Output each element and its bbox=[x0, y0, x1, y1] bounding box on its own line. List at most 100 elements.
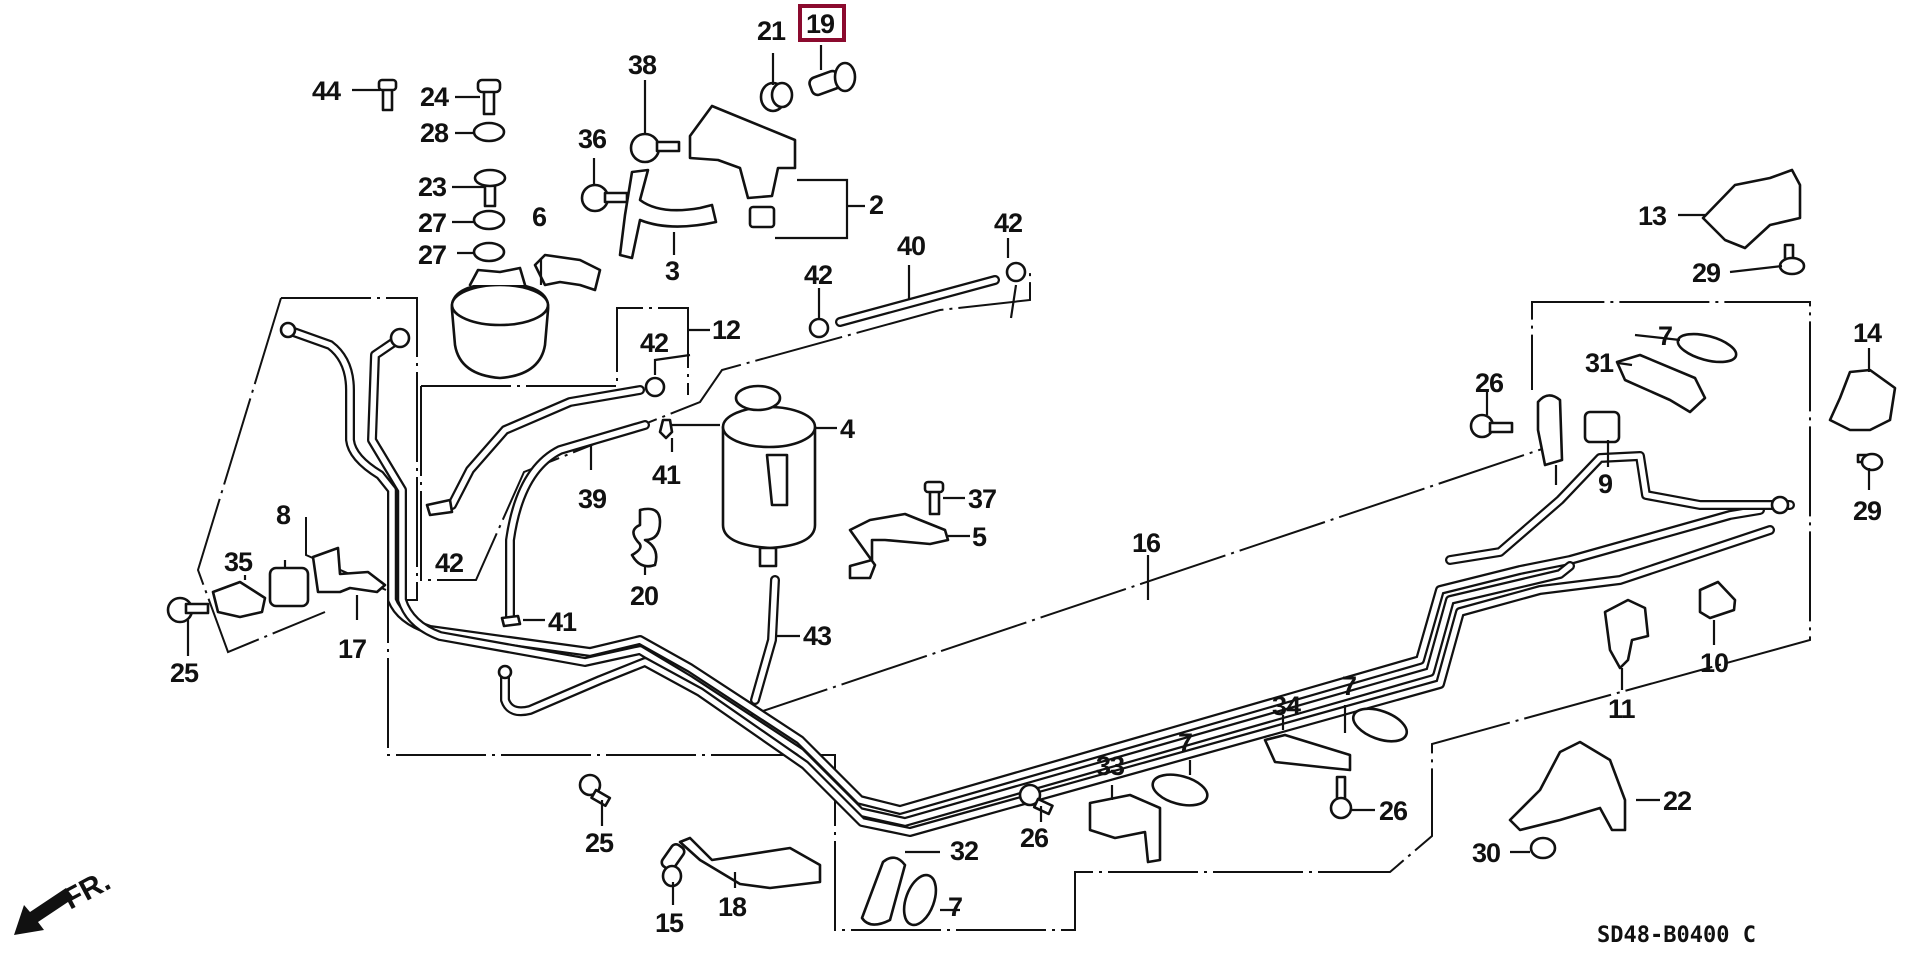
bolt-29-right[interactable] bbox=[1856, 452, 1884, 472]
stay-18[interactable] bbox=[678, 836, 822, 890]
clip-42d[interactable] bbox=[425, 498, 454, 517]
cushion-9[interactable] bbox=[1583, 410, 1621, 444]
callout-29[interactable]: 29 bbox=[1692, 258, 1722, 288]
callout-20[interactable]: 20 bbox=[630, 581, 659, 611]
bolt-25-mid[interactable] bbox=[578, 773, 612, 808]
callout-14[interactable]: 14 bbox=[1853, 318, 1883, 348]
band-3[interactable] bbox=[618, 168, 718, 260]
stay-17[interactable] bbox=[311, 546, 387, 594]
clamp-34[interactable] bbox=[1263, 733, 1352, 772]
highlight-box-19[interactable] bbox=[798, 4, 846, 42]
callout-25[interactable]: 25 bbox=[585, 828, 615, 858]
bolt-37[interactable] bbox=[923, 480, 945, 516]
cushion-7-mid[interactable] bbox=[1149, 769, 1210, 811]
callout-42[interactable]: 42 bbox=[994, 208, 1023, 238]
callout-21[interactable]: 21 bbox=[757, 16, 787, 46]
bolt-24[interactable] bbox=[476, 78, 502, 116]
cushion-8[interactable] bbox=[268, 566, 310, 608]
bolt-26-right[interactable] bbox=[1469, 413, 1514, 439]
callout-33[interactable]: 33 bbox=[1096, 751, 1126, 781]
callout-34[interactable]: 34 bbox=[1272, 691, 1302, 721]
clamp-31[interactable] bbox=[1615, 353, 1707, 414]
cushion-7-right[interactable] bbox=[1349, 702, 1411, 747]
callout-12[interactable]: 12 bbox=[712, 315, 741, 345]
callout-42[interactable]: 42 bbox=[804, 260, 833, 290]
bolt-36[interactable] bbox=[580, 183, 629, 213]
callout-9[interactable]: 9 bbox=[1598, 469, 1614, 499]
callout-8[interactable]: 8 bbox=[276, 500, 292, 530]
protector-13[interactable] bbox=[1701, 168, 1802, 250]
washer-27b[interactable] bbox=[472, 241, 506, 263]
cushion-7-top[interactable] bbox=[1675, 329, 1739, 368]
clip-41a[interactable] bbox=[658, 418, 674, 440]
clamp-6[interactable] bbox=[533, 253, 602, 292]
cushion-7-bottom[interactable] bbox=[898, 871, 942, 929]
callout-26[interactable]: 26 bbox=[1379, 796, 1409, 826]
callout-16[interactable]: 16 bbox=[1132, 528, 1162, 558]
callout-7[interactable]: 7 bbox=[1342, 671, 1357, 701]
callout-19-highlighted[interactable]: 19 bbox=[806, 9, 836, 39]
bolt-44[interactable] bbox=[377, 78, 398, 112]
callout-3[interactable]: 3 bbox=[665, 256, 681, 286]
callout-18[interactable]: 18 bbox=[718, 892, 748, 922]
joint-15[interactable] bbox=[660, 842, 686, 888]
callout-41[interactable]: 41 bbox=[652, 460, 682, 490]
callout-28[interactable]: 28 bbox=[420, 118, 450, 148]
callout-6[interactable]: 6 bbox=[532, 202, 548, 232]
washer-28[interactable] bbox=[472, 121, 506, 143]
callout-4[interactable]: 4 bbox=[840, 414, 856, 444]
callout-2[interactable]: 2 bbox=[869, 190, 884, 220]
bolt-26-bottom[interactable] bbox=[1329, 775, 1353, 820]
callout-7[interactable]: 7 bbox=[948, 892, 963, 922]
callout-15[interactable]: 15 bbox=[655, 908, 685, 938]
clip-42a[interactable] bbox=[808, 317, 830, 339]
callout-42[interactable]: 42 bbox=[435, 548, 464, 578]
washer-27a[interactable] bbox=[472, 209, 506, 231]
canister-4[interactable] bbox=[721, 384, 817, 568]
callout-29[interactable]: 29 bbox=[1853, 496, 1883, 526]
clip-20[interactable] bbox=[630, 507, 662, 568]
callout-26[interactable]: 26 bbox=[1475, 368, 1505, 398]
callout-32[interactable]: 32 bbox=[950, 836, 979, 866]
cushion-21[interactable] bbox=[759, 81, 794, 113]
callout-39[interactable]: 39 bbox=[578, 484, 608, 514]
holder-cushion-2[interactable] bbox=[748, 205, 776, 229]
bolt-38[interactable] bbox=[629, 132, 681, 164]
callout-36[interactable]: 36 bbox=[578, 124, 608, 154]
callout-7[interactable]: 7 bbox=[1658, 321, 1673, 351]
canister-holder-2[interactable] bbox=[688, 104, 797, 200]
clamp-35-left[interactable] bbox=[211, 580, 267, 619]
clip-10[interactable] bbox=[1698, 580, 1737, 620]
callout-41[interactable]: 41 bbox=[548, 607, 578, 637]
callout-40[interactable]: 40 bbox=[897, 231, 926, 261]
callout-26[interactable]: 26 bbox=[1020, 823, 1050, 853]
collar-19[interactable] bbox=[808, 61, 857, 97]
clip-11[interactable] bbox=[1603, 598, 1650, 670]
clamp-35-right[interactable] bbox=[1536, 394, 1564, 467]
callout-17[interactable]: 17 bbox=[338, 634, 367, 664]
callout-44[interactable]: 44 bbox=[312, 76, 342, 106]
callout-25[interactable]: 25 bbox=[170, 658, 200, 688]
callout-13[interactable]: 13 bbox=[1638, 201, 1668, 231]
callout-7[interactable]: 7 bbox=[1178, 728, 1193, 758]
callout-30[interactable]: 30 bbox=[1472, 838, 1501, 868]
callout-10[interactable]: 10 bbox=[1700, 648, 1729, 678]
callout-11[interactable]: 11 bbox=[1608, 694, 1637, 724]
bolt-25-left[interactable] bbox=[166, 596, 210, 624]
callout-43[interactable]: 43 bbox=[803, 621, 833, 651]
callout-38[interactable]: 38 bbox=[628, 50, 658, 80]
stay-14[interactable] bbox=[1828, 368, 1897, 432]
callout-27[interactable]: 27 bbox=[418, 208, 447, 238]
clamp-33[interactable] bbox=[1088, 793, 1162, 864]
callout-23[interactable]: 23 bbox=[418, 172, 448, 202]
protector-22[interactable] bbox=[1508, 740, 1627, 832]
callout-22[interactable]: 22 bbox=[1663, 786, 1692, 816]
callout-27[interactable]: 27 bbox=[418, 240, 447, 270]
stay-5[interactable] bbox=[848, 512, 950, 580]
callout-35[interactable]: 35 bbox=[224, 547, 254, 577]
bolt-23[interactable] bbox=[473, 168, 507, 208]
callout-24[interactable]: 24 bbox=[420, 82, 450, 112]
clamp-32[interactable] bbox=[860, 856, 907, 926]
callout-37[interactable]: 37 bbox=[968, 484, 997, 514]
callout-5[interactable]: 5 bbox=[972, 522, 988, 552]
